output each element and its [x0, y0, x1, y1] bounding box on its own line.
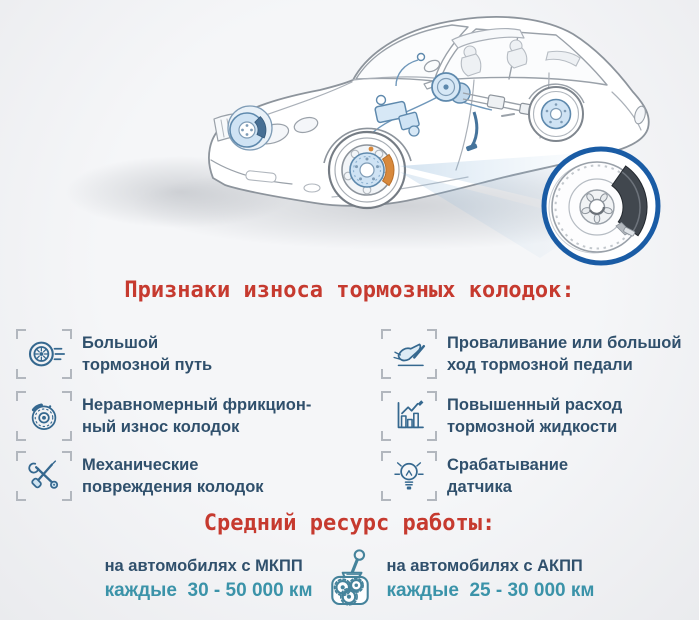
- sign-item-text: Неравномерный фрикцион- ный износ колодо…: [82, 391, 311, 438]
- sign-item-fluid-consumption: Повышенный расход тормозной жидкости: [381, 391, 622, 441]
- brake-disc-icon: [31, 403, 57, 430]
- resource-automatic-interval: каждые 25 - 30 000 км: [386, 580, 595, 601]
- car-illustration: [0, 0, 699, 275]
- sign-line: тормозной жидкости: [447, 418, 618, 436]
- sign-item-text: Срабатывание датчика: [447, 451, 568, 498]
- signs-heading: Признаки износа тормозных колодок:: [124, 278, 575, 303]
- car-interior: [423, 39, 581, 77]
- resource-row: на автомобилях с МКПП каждые 30 - 50 000…: [0, 547, 699, 611]
- sign-item-text: Механические повреждения колодок: [82, 451, 264, 498]
- icon-frame: [16, 329, 72, 379]
- chart-icon: [397, 400, 424, 429]
- sign-item-pedal-travel: Проваливание или большой ход тормозной п…: [381, 329, 682, 379]
- brake-hydraulics: [357, 52, 493, 153]
- sign-line: Механические: [82, 456, 199, 474]
- sign-line: тормозной путь: [82, 356, 213, 374]
- far-front-brake-disc: [227, 105, 273, 151]
- sign-line: Большой: [82, 334, 159, 352]
- gearbox-icon: [330, 549, 369, 606]
- resource-manual: на автомобилях с МКПП каждые 30 - 50 000…: [105, 554, 313, 604]
- resource-manual-interval: каждые 30 - 50 000 км: [104, 580, 313, 601]
- tools-icon: [28, 460, 59, 489]
- sign-item-uneven-wear: Неравномерный фрикцион- ный износ колодо…: [16, 391, 311, 441]
- icon-frame: [16, 451, 72, 501]
- sign-line: Неравномерный фрикцион-: [82, 396, 312, 414]
- wheel-icon: [28, 341, 65, 367]
- resource-heading: Средний ресурс работы:: [203, 511, 496, 536]
- rear-wheel: [528, 83, 585, 142]
- sign-item-sensor-trigger: Срабатывание датчика: [381, 451, 568, 501]
- sign-line: Срабатывание: [447, 456, 569, 474]
- resource-automatic-label: на автомобилях с АКПП: [386, 557, 583, 575]
- sign-line: Повышенный расход: [447, 396, 623, 414]
- sign-item-text: Проваливание или большой ход тормозной п…: [447, 329, 682, 376]
- sign-line: повреждения колодок: [82, 478, 264, 496]
- front-wheel: [323, 127, 412, 210]
- resource-automatic: на автомобилях с АКПП каждые 25 - 30 000…: [387, 554, 595, 604]
- icon-frame: [16, 391, 72, 441]
- sign-line: датчика: [447, 478, 512, 496]
- resource-manual-label: на автомобилях с МКПП: [104, 557, 303, 575]
- brake-caliper: [381, 153, 395, 187]
- icon-frame: [381, 391, 437, 441]
- sign-line: ный износ колодок: [82, 418, 240, 436]
- sign-item-text: Большой тормозной путь: [82, 329, 212, 376]
- sign-item-text: Повышенный расход тормозной жидкости: [447, 391, 622, 438]
- bulb-icon: [394, 462, 424, 490]
- sign-line: ход тормозной педали: [447, 356, 633, 374]
- icon-frame: [381, 329, 437, 379]
- sign-item-braking-distance: Большой тормозной путь: [16, 329, 212, 379]
- sign-item-mechanical-damage: Механические повреждения колодок: [16, 451, 264, 501]
- magnifier-inset: [541, 146, 661, 266]
- icon-frame: [381, 451, 437, 501]
- sign-line: Проваливание или большой: [447, 334, 682, 352]
- car-illustration-svg: [65, 16, 668, 266]
- pedal-icon: [393, 343, 426, 367]
